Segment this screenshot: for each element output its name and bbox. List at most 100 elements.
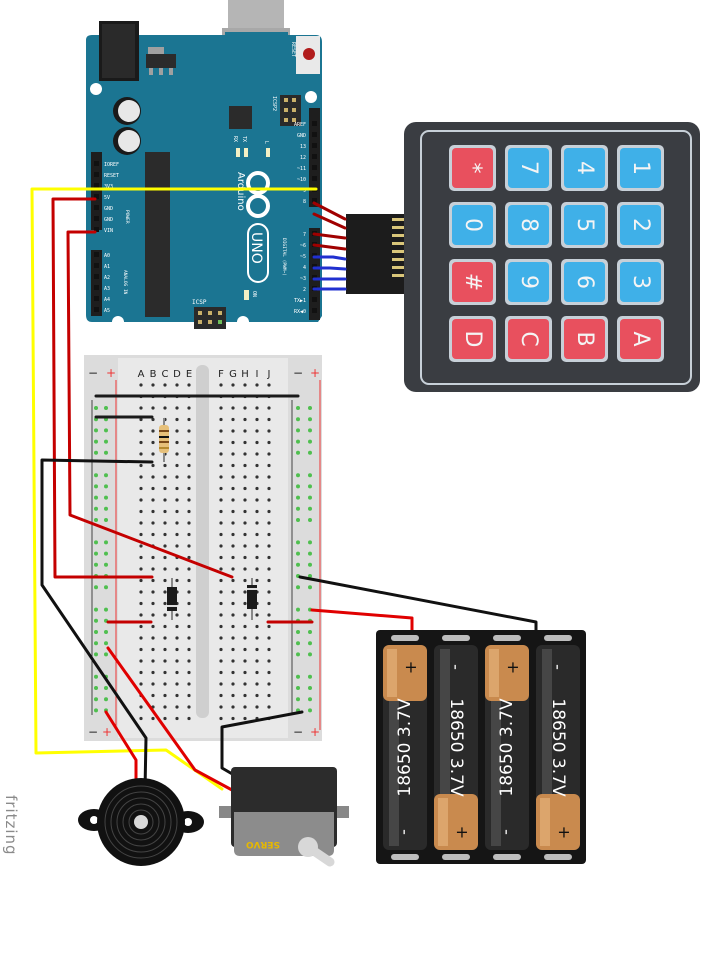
breadboard-hole — [187, 463, 191, 468]
analog-pin-label: A0 — [104, 253, 110, 259]
header-pin — [312, 198, 317, 203]
rail-hole — [308, 562, 312, 567]
keypad-key-D[interactable]: D — [449, 316, 496, 362]
breadboard-hole — [243, 532, 247, 537]
breadboard-hole — [175, 429, 179, 433]
keypad-key-5[interactable]: 5 — [561, 202, 608, 248]
breadboard-hole — [139, 486, 143, 491]
breadboard-hole — [243, 555, 247, 560]
keypad-key-B[interactable]: B — [561, 316, 608, 362]
keypad-key-C[interactable]: C — [505, 316, 552, 362]
rail-hole — [296, 518, 300, 522]
rail-hole — [104, 450, 108, 455]
breadboard-hole — [151, 636, 155, 640]
breadboard-hole — [255, 567, 259, 571]
breadboard-hole — [231, 716, 235, 721]
breadboard-hole — [255, 429, 259, 433]
rail-hole — [308, 439, 312, 444]
breadboard-hole — [219, 659, 223, 663]
rail-hole — [104, 641, 108, 646]
keypad-key-0[interactable]: 0 — [449, 202, 496, 248]
keypad-key-9[interactable]: 9 — [505, 259, 552, 305]
header-pin — [94, 296, 99, 301]
breadboard-hole — [243, 440, 247, 445]
breadboard-hole — [243, 509, 247, 514]
breadboard-hole — [163, 532, 167, 537]
breadboard-hole — [267, 555, 271, 560]
breadboard-hole — [219, 636, 223, 640]
rail-hole — [296, 562, 300, 567]
breadboard-hole — [255, 636, 259, 640]
breadboard-hole — [175, 647, 179, 652]
digital-pin-label: 4 — [303, 265, 306, 271]
breadboard-hole — [151, 406, 155, 410]
breadboard-hole — [243, 429, 247, 433]
breadboard-hole — [267, 647, 271, 652]
breadboard-hole — [231, 567, 235, 571]
power-pin-label: IOREF — [104, 162, 119, 168]
breadboard-hole — [219, 705, 223, 709]
breadboard-hole — [267, 452, 271, 456]
keypad-key-1[interactable]: 1 — [617, 145, 664, 191]
keypad-key-3[interactable]: 3 — [617, 259, 664, 305]
breadboard-hole — [187, 406, 191, 410]
breadboard-hole — [255, 555, 259, 560]
breadboard-hole — [163, 567, 167, 571]
rail-hole — [308, 484, 312, 489]
breadboard-hole — [139, 383, 143, 387]
breadboard-hole — [219, 429, 223, 433]
breadboard-hole — [151, 383, 155, 387]
header-pin — [94, 161, 99, 166]
keypad-key-#[interactable]: # — [449, 259, 496, 305]
rail-hole — [308, 450, 312, 455]
breadboard-hole — [231, 670, 235, 675]
breadboard-hole — [139, 406, 143, 410]
arduino-uno-board: RESET ICSP2 RX TX L Arduino UNO ON ICSP … — [86, 0, 322, 329]
breadboard-hole — [187, 670, 191, 675]
keypad-key-6[interactable]: 6 — [561, 259, 608, 305]
keypad-key-A[interactable]: A — [617, 316, 664, 362]
rail-hole — [308, 473, 312, 478]
breadboard-hole — [163, 406, 167, 410]
keypad-key-7[interactable]: 7 — [505, 145, 552, 191]
analog-pin-label: A3 — [104, 286, 110, 292]
rail-hole — [94, 484, 98, 489]
keypad-key-label: 9 — [516, 275, 541, 289]
breadboard-hole — [187, 705, 191, 709]
header-pin — [94, 227, 99, 232]
breadboard-hole — [231, 636, 235, 640]
breadboard-hole — [219, 578, 223, 583]
breadboard-hole — [255, 475, 259, 479]
breadboard-hole — [267, 601, 271, 606]
digital-pin-label: AREF — [294, 122, 306, 128]
wire-pin5-keypad — [312, 255, 347, 261]
column-label: H — [241, 369, 249, 380]
icsp-label: ICSP — [192, 299, 207, 306]
breadboard-hole — [267, 693, 271, 698]
keypad-key-8[interactable]: 8 — [505, 202, 552, 248]
rail-hole — [308, 585, 312, 590]
keypad-key-2[interactable]: 2 — [617, 202, 664, 248]
arduino-logo — [246, 171, 270, 218]
breadboard-hole — [243, 544, 247, 548]
breadboard-hole — [231, 613, 235, 617]
rail-hole — [94, 630, 98, 634]
breadboard-hole — [255, 463, 259, 468]
rail-hole — [296, 585, 300, 590]
digital-pin-label: ~9 — [300, 188, 306, 194]
battery-cell: 18650 3.7V+- — [536, 635, 580, 860]
resistor — [159, 418, 169, 462]
breadboard-hole — [187, 417, 191, 422]
breadboard-hole — [255, 578, 259, 583]
breadboard-hole — [187, 498, 191, 502]
breadboard-hole — [231, 682, 235, 686]
wires — [30, 187, 538, 792]
keypad-key-4[interactable]: 4 — [561, 145, 608, 191]
column-label: I — [256, 369, 259, 380]
diode-1 — [167, 578, 177, 620]
battery-cell: 18650 3.7V+- — [434, 635, 478, 860]
keypad-key-*[interactable]: * — [449, 145, 496, 191]
header-pin — [312, 143, 317, 148]
rail-hole — [296, 540, 300, 545]
